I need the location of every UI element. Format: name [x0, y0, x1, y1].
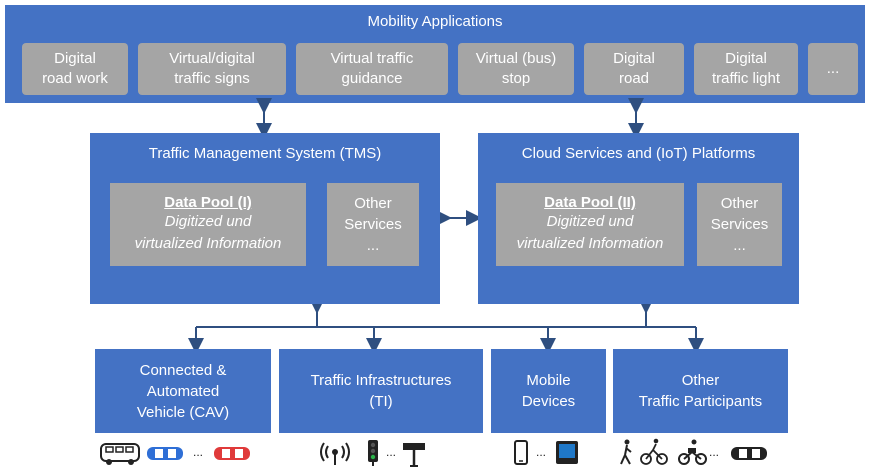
bicycle-icon — [640, 438, 668, 465]
tms-title: Traffic Management System (TMS) — [148, 145, 382, 162]
data-pool-1: Data Pool (I) Digitized und virtualized … — [110, 183, 306, 266]
tile-digital-traffic-light: Digital traffic light — [694, 43, 798, 95]
data-pool-2-line1: Digitized und — [546, 213, 634, 230]
tms-other-line2: Services — [344, 216, 402, 233]
tile-virtual-traffic-guidance: Virtual traffic guidance — [296, 43, 448, 95]
pedestrian-icon — [620, 439, 632, 465]
client-traffic-infrastructures: Traffic Infrastructures (TI) — [279, 349, 483, 433]
blue-car-icon — [147, 447, 183, 460]
data-pool-2: Data Pool (II) Digitized und virtualized… — [496, 183, 684, 266]
cloud-other-services: Other Services ... — [697, 183, 782, 266]
smartphone-icon — [514, 440, 528, 465]
cloud-other-line3: ... — [733, 237, 746, 254]
road-sign-camera-icon — [403, 443, 425, 467]
tile-more-ellipsis: ... — [808, 43, 858, 95]
tile-digital-road-work: Digital road work — [22, 43, 128, 95]
cav-ellipsis: ... — [193, 445, 203, 459]
ti-ellipsis: ... — [386, 445, 396, 459]
tms-other-line3: ... — [366, 237, 380, 254]
antenna-icon — [320, 442, 350, 465]
client-other-participants: Other Traffic Participants — [613, 349, 788, 433]
mobility-applications-title: Mobility Applications — [367, 13, 503, 30]
mobile-ellipsis: ... — [536, 445, 546, 459]
red-car-icon — [214, 447, 250, 460]
motorcycle-icon — [678, 439, 707, 465]
tms-other-services: Other Services ... — [327, 183, 419, 266]
data-pool-1-title: Data Pool (I) — [164, 194, 252, 211]
participants-ellipsis: ... — [709, 445, 719, 459]
cloud-other-line2: Services — [710, 216, 769, 233]
tms-other-line1: Other — [354, 195, 392, 212]
cloud-title: Cloud Services and (IoT) Platforms — [521, 145, 756, 162]
traffic-light-icon — [368, 440, 378, 466]
data-pool-2-line2: virtualized Information — [516, 235, 664, 252]
tile-digital-road: Digital road — [584, 43, 684, 95]
data-pool-1-line2: virtualized Information — [134, 235, 282, 252]
tile-virtual-bus-stop: Virtual (bus) stop — [458, 43, 574, 95]
cloud-other-line1: Other — [720, 195, 759, 212]
tile-virtual-traffic-signs: Virtual/digital traffic signs — [138, 43, 286, 95]
car-icon — [731, 447, 767, 460]
client-cav: Connected & Automated Vehicle (CAV) — [95, 349, 271, 433]
van-icon — [100, 443, 140, 465]
data-pool-1-line1: Digitized und — [164, 213, 252, 230]
data-pool-2-title: Data Pool (II) — [544, 194, 636, 211]
client-mobile-devices: Mobile Devices — [491, 349, 606, 433]
tablet-icon — [556, 441, 578, 464]
